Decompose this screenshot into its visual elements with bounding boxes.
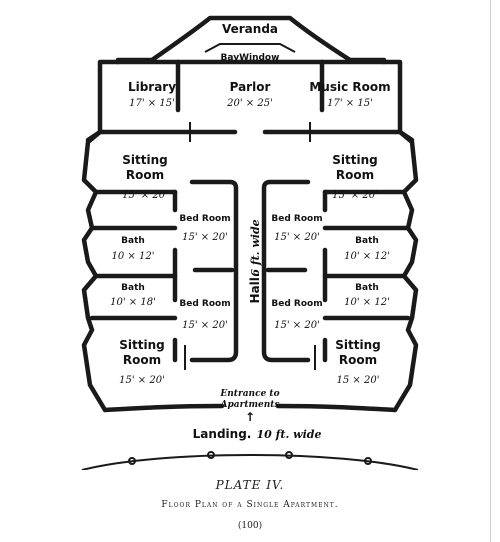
sitting-bl-size: 15' × 20' [119,375,165,386]
plate-subtitle: Floor Plan of a Single Apartment. [161,500,339,510]
bedroom-ll-size: 15' × 20' [182,320,228,331]
bedroom-ur-label: Bed Room [271,214,322,224]
bay-window-label: BayWindow [221,53,280,63]
page-edge-rule [490,0,491,542]
entrance-label-1: Entrance to [219,389,279,399]
parlor-label: Parlor [230,80,271,94]
right-outer-wall [392,129,419,413]
left-hall-wall [189,179,239,363]
entrance-arrow-icon: ↑ [245,410,255,424]
sitting-br-label-1: Sitting [335,338,380,352]
sitting-bl-label-2: Room [123,353,161,367]
landing-dot [285,451,293,459]
landing-dot [207,451,215,459]
bedroom-ll-label: Bed Room [179,299,230,309]
bath-ul-label: Bath [121,236,145,246]
sitting-tl-label-2: Room [126,168,164,182]
plate-title: PLATE IV. [215,478,285,492]
bath-lr-label: Bath [355,283,379,293]
sitting-tr-size: 15' × 20' [332,190,378,201]
floor-plan-drawing: Veranda BayWindow Library 17' × 15' Parl… [81,15,419,470]
landing-dot [128,457,136,465]
bath-ur-label: Bath [355,236,379,246]
veranda-outline [115,15,387,65]
bottom-wall-left [102,403,225,413]
library-label: Library [128,80,176,94]
sitting-tl-label-1: Sitting [122,153,167,167]
landing-width: 10 ft. wide [257,428,322,441]
bay-window-outline [204,43,296,53]
parlor-size: 20' × 25' [226,98,273,109]
bath-lr-size: 10' × 12' [344,297,390,308]
bedroom-ul-size: 15' × 20' [182,232,228,243]
sitting-bl-label-1: Sitting [119,338,164,352]
bedroom-ur-size: 15' × 20' [274,232,320,243]
hall-label-group: Hall. 6 ft. wide [248,219,262,303]
landing-curve [81,454,419,470]
entrance-label-2: Apartments [219,400,279,410]
bath-ll-size: 10' × 18' [110,297,156,308]
hall-label: Hall. [248,273,262,304]
left-outer-wall [81,129,108,413]
landing-label: Landing. [193,427,252,441]
bedroom-ul-label: Bed Room [179,214,230,224]
sitting-tl-size: 15' × 20' [122,190,168,201]
bedroom-lr-size: 15' × 20' [274,320,320,331]
sitting-br-size: 15 × 20' [337,375,380,386]
bath-ul-size: 10 × 12' [112,251,155,262]
hall-width: 6 ft. wide [249,219,262,276]
bottom-wall-right [275,403,398,413]
bath-ll-label: Bath [121,283,145,293]
right-hall-wall [261,179,311,363]
sitting-tr-label-2: Room [336,168,374,182]
bath-ur-size: 10' × 12' [344,251,390,262]
landing-dot [364,457,372,465]
music-room-label: Music Room [309,80,390,94]
sitting-tr-label-1: Sitting [332,153,377,167]
library-size: 17' × 15' [129,98,175,109]
veranda-label: Veranda [222,22,278,36]
music-room-size: 17' × 15' [327,98,373,109]
bedroom-lr-label: Bed Room [271,299,322,309]
sitting-br-label-2: Room [339,353,377,367]
page-number: (100) [237,521,263,531]
